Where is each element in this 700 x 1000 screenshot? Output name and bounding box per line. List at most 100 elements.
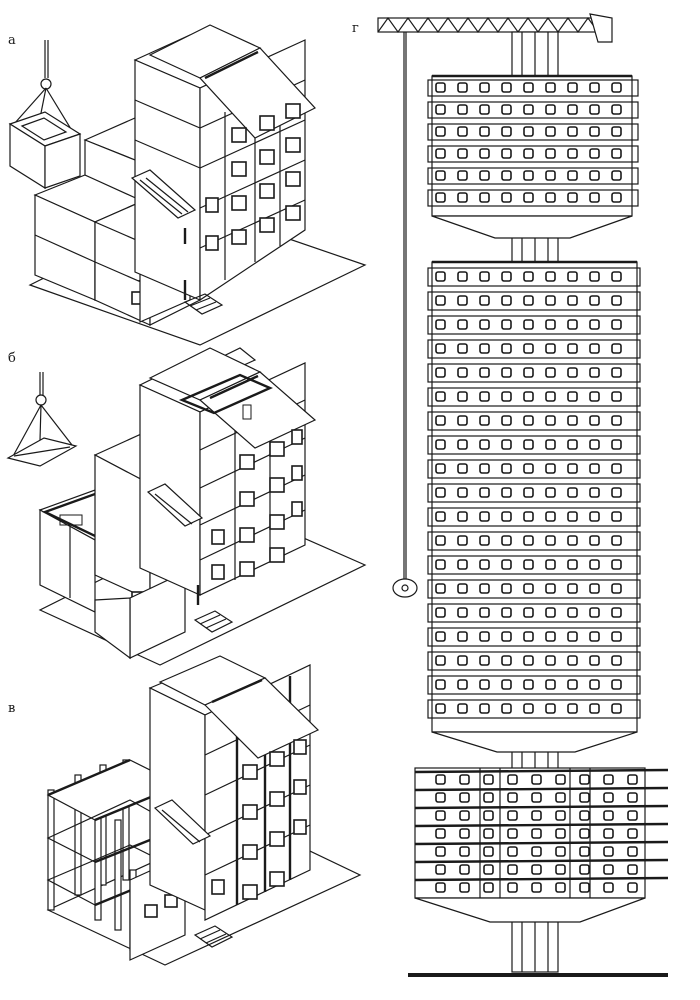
tower-window	[479, 391, 490, 402]
tower-window	[507, 882, 518, 893]
tower-window	[523, 679, 534, 690]
tower-window	[567, 343, 578, 354]
tower-window	[435, 415, 446, 426]
tower-window	[483, 810, 494, 821]
tower-window	[501, 104, 512, 115]
tower-window	[603, 882, 614, 893]
tower-window	[479, 319, 490, 330]
tower-window	[611, 391, 622, 402]
tower-window	[457, 295, 468, 306]
tower-window	[523, 439, 534, 450]
tower-window	[501, 126, 512, 137]
tower-window	[435, 295, 446, 306]
tower-window	[603, 846, 614, 857]
tower-window	[589, 343, 600, 354]
tower-window	[479, 415, 490, 426]
tower-window	[545, 655, 556, 666]
tower-window	[545, 439, 556, 450]
tower-window	[545, 82, 556, 93]
tower-window	[567, 391, 578, 402]
tower-window	[507, 774, 518, 785]
tower-window	[523, 463, 534, 474]
tower-window	[523, 295, 534, 306]
tower-window	[567, 559, 578, 570]
tower-window	[435, 170, 446, 181]
tower-window	[523, 343, 534, 354]
tower-window	[479, 439, 490, 450]
tower-window	[627, 828, 638, 839]
tower-window	[501, 487, 512, 498]
tower-window	[627, 792, 638, 803]
tower-window	[501, 343, 512, 354]
tower-window	[507, 864, 518, 875]
tower-window	[501, 170, 512, 181]
tower-window	[501, 535, 512, 546]
tower-window	[523, 391, 534, 402]
tower-window	[545, 104, 556, 115]
tower-window	[603, 810, 614, 821]
tower-window	[611, 583, 622, 594]
tower-window	[611, 271, 622, 282]
tower-window	[479, 535, 490, 546]
tower-window	[627, 882, 638, 893]
tower-window	[483, 828, 494, 839]
tower-window	[589, 367, 600, 378]
tower-window	[579, 846, 590, 857]
tower-window	[611, 655, 622, 666]
tower-window	[501, 319, 512, 330]
tower-window	[545, 607, 556, 618]
tower-window	[523, 511, 534, 522]
tower-window	[589, 82, 600, 93]
tower-window	[611, 463, 622, 474]
tower-window	[545, 583, 556, 594]
tower-window	[457, 583, 468, 594]
tower-window	[627, 846, 638, 857]
tower-window	[435, 367, 446, 378]
label-a: а	[8, 33, 16, 48]
label-v: в	[8, 701, 15, 716]
tower-window	[567, 295, 578, 306]
tower-window	[435, 679, 446, 690]
tower-window	[479, 271, 490, 282]
tower-window	[603, 792, 614, 803]
tower-window	[435, 810, 446, 821]
tower-window	[611, 319, 622, 330]
tower-window	[523, 126, 534, 137]
tower-window	[435, 607, 446, 618]
tower-window	[611, 535, 622, 546]
tower-window	[483, 792, 494, 803]
middle-floor-cluster	[427, 260, 641, 753]
tower-window	[479, 367, 490, 378]
tower-window	[479, 126, 490, 137]
tower-window	[611, 703, 622, 714]
tower-window	[531, 774, 542, 785]
tower-window	[457, 535, 468, 546]
tower-window	[589, 535, 600, 546]
tower-window	[545, 415, 556, 426]
tower-window	[611, 415, 622, 426]
tower-window	[457, 511, 468, 522]
tower-window	[589, 319, 600, 330]
tower-window	[603, 774, 614, 785]
tower-window	[479, 295, 490, 306]
tower-window	[589, 487, 600, 498]
tower-window	[459, 792, 470, 803]
tower-window	[479, 559, 490, 570]
tower-window	[507, 810, 518, 821]
tower-window	[501, 148, 512, 159]
tower-window	[567, 148, 578, 159]
tower-window	[479, 511, 490, 522]
hook-with-panel	[6, 372, 78, 467]
tower-window	[555, 864, 566, 875]
tower-window	[435, 126, 446, 137]
tower-window	[611, 82, 622, 93]
tower-window	[611, 607, 622, 618]
tower-window	[479, 487, 490, 498]
tower-window	[523, 559, 534, 570]
tower-window	[589, 559, 600, 570]
tower-window	[579, 828, 590, 839]
tower-window	[627, 810, 638, 821]
tower-window	[459, 846, 470, 857]
tower-window	[435, 148, 446, 159]
tower-window	[435, 535, 446, 546]
